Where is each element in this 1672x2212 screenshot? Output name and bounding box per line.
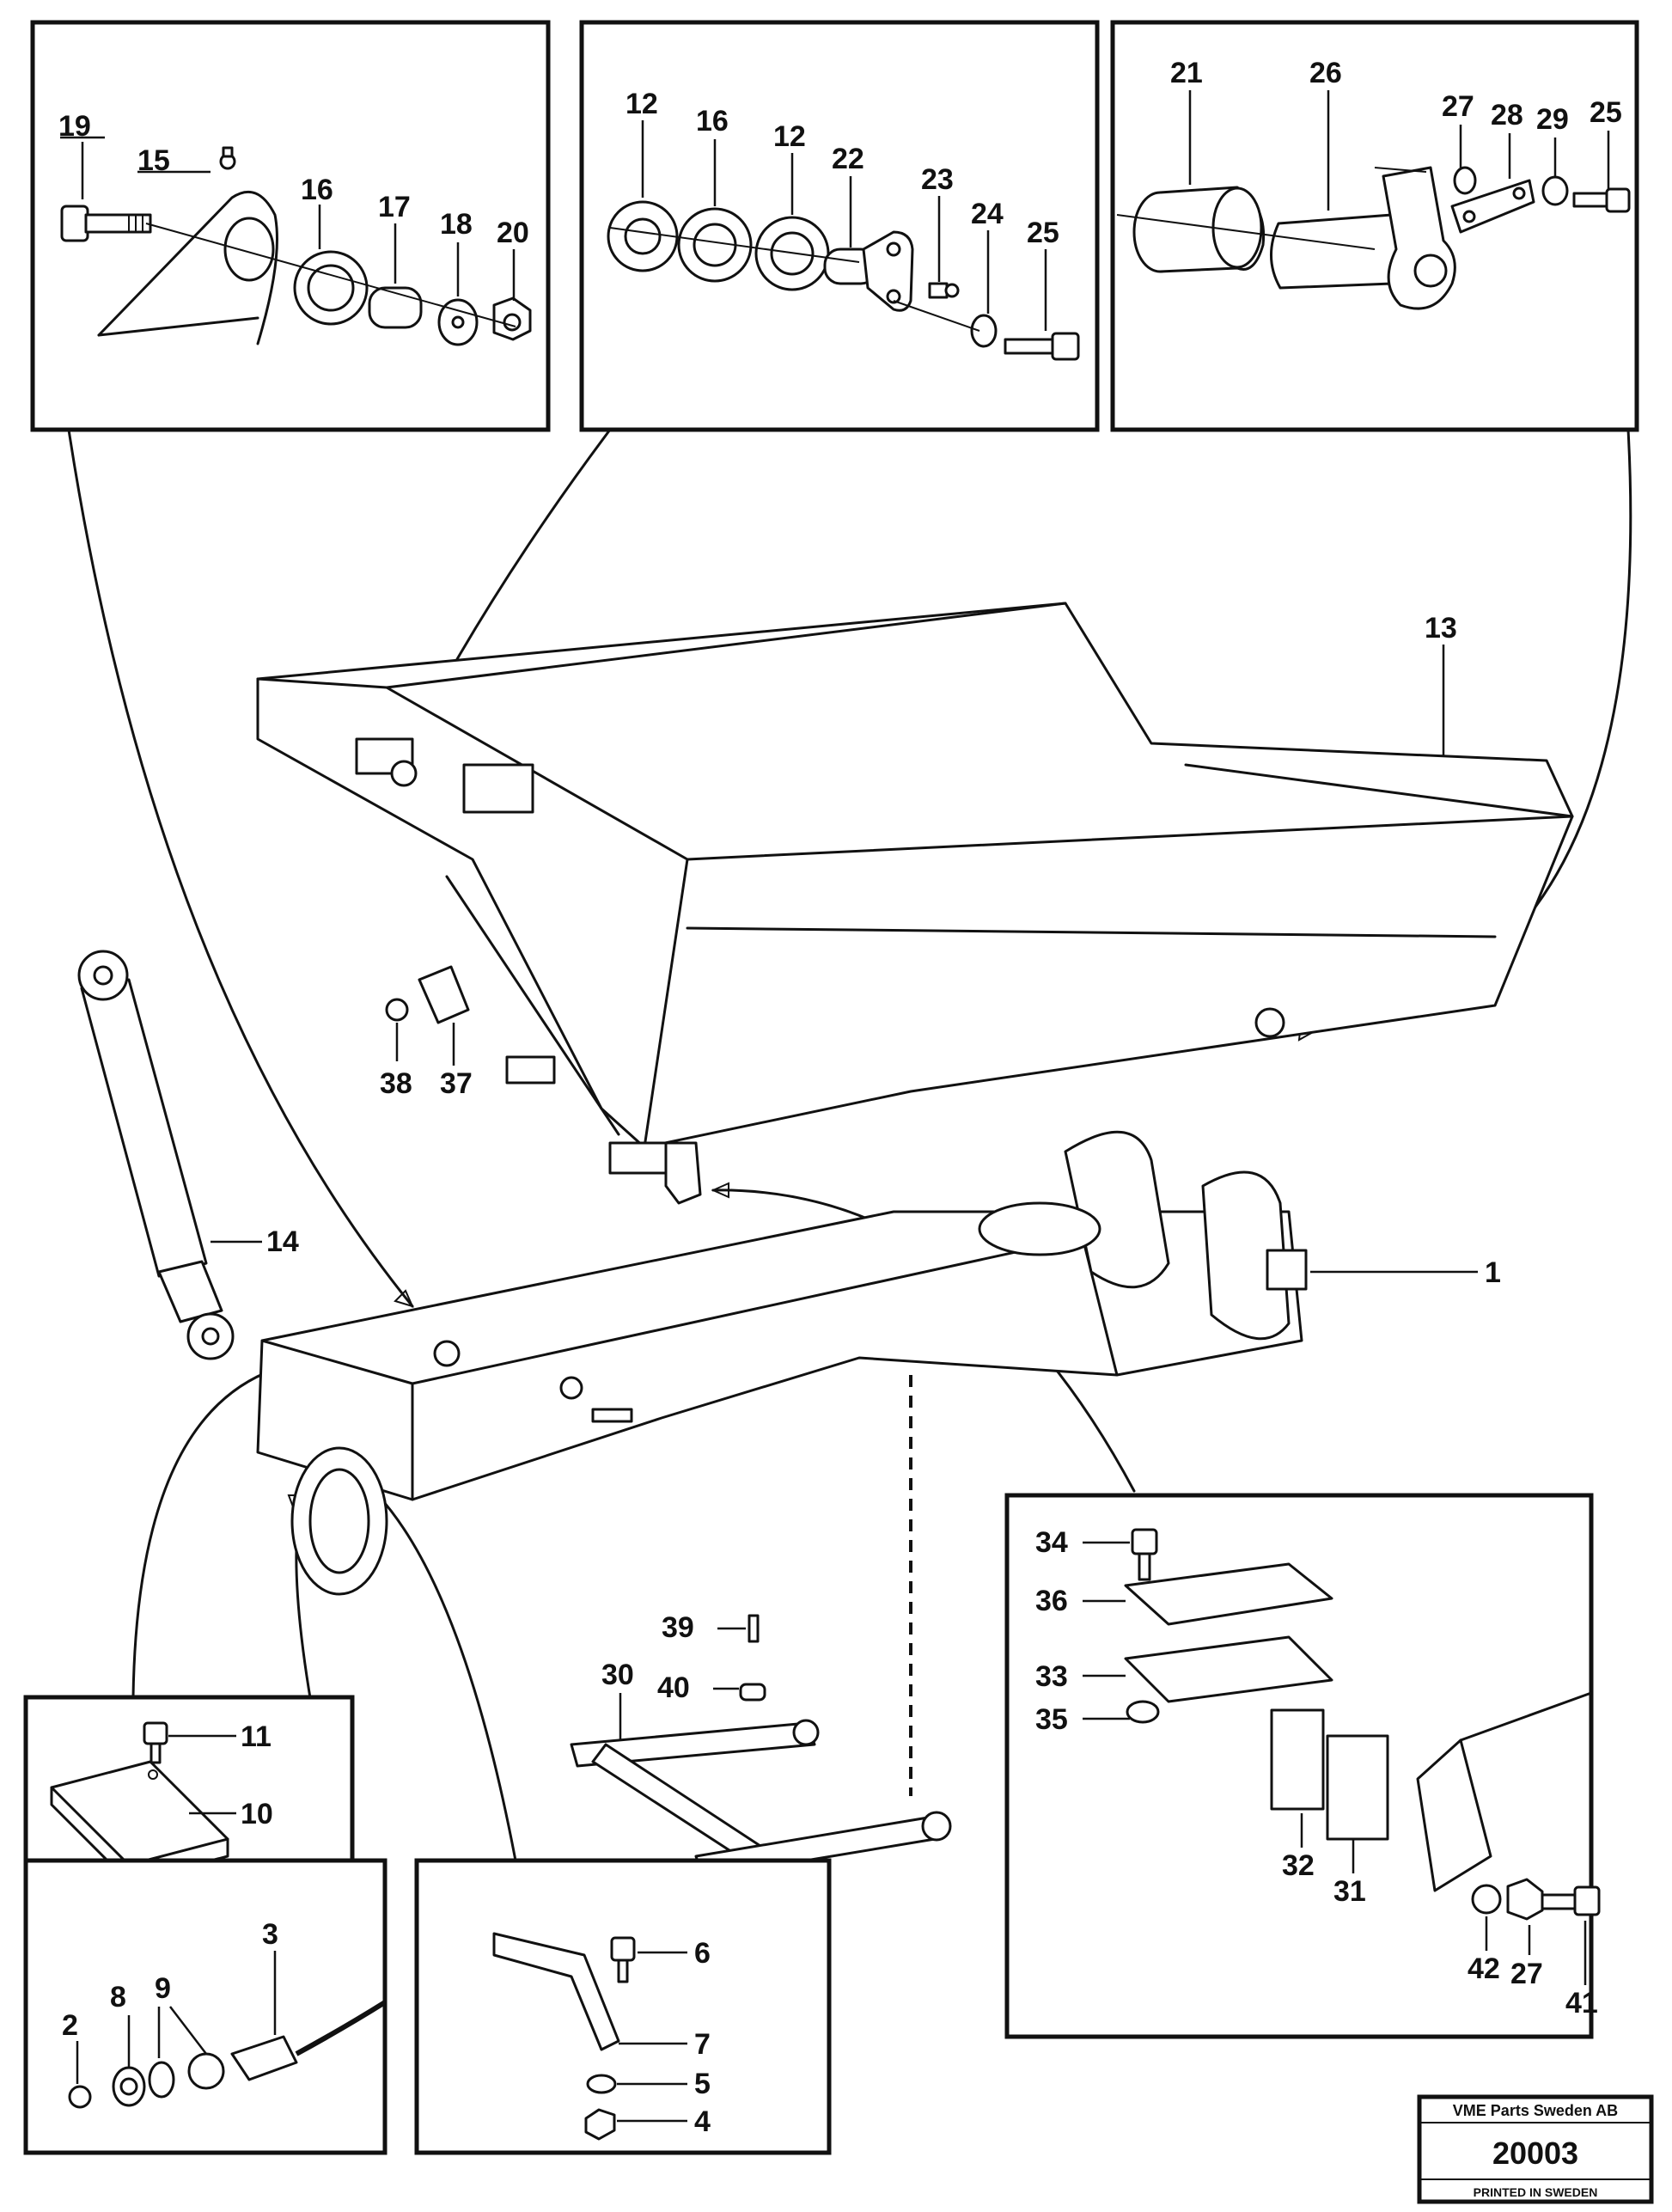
callout-27a: 27 <box>1442 90 1474 123</box>
callout-16: 16 <box>301 174 333 206</box>
callout-12a: 12 <box>625 88 658 120</box>
callout-37: 37 <box>440 1067 473 1100</box>
callout-3: 3 <box>262 1918 278 1951</box>
callout-23: 23 <box>921 163 954 196</box>
callout-35: 35 <box>1035 1703 1068 1736</box>
callout-36: 36 <box>1035 1585 1068 1617</box>
callout-9: 9 <box>155 1972 171 2005</box>
callout-8: 8 <box>110 1981 126 2013</box>
callout-19: 19 <box>58 110 91 143</box>
printed-in: PRINTED IN SWEDEN <box>1474 2185 1598 2199</box>
callout-31: 31 <box>1333 1875 1366 1908</box>
dump-body: 13 <box>256 602 1574 1205</box>
callout-34: 34 <box>1035 1526 1068 1559</box>
callout-18: 18 <box>440 208 473 241</box>
callout-27b: 27 <box>1510 1958 1543 1990</box>
callout-15: 15 <box>137 144 170 177</box>
callout-16b: 16 <box>696 105 729 137</box>
callout-40: 40 <box>657 1671 690 1704</box>
callout-39: 39 <box>662 1611 694 1644</box>
callout-10: 10 <box>241 1798 273 1830</box>
callout-24: 24 <box>971 198 1004 230</box>
callout-21: 21 <box>1170 57 1203 89</box>
callout-20: 20 <box>497 217 529 249</box>
company-name: VME Parts Sweden AB <box>1453 2102 1618 2119</box>
detail-box-front-pivot: 19 15 16 17 18 20 <box>30 20 551 432</box>
detail-box-bearing-pin: 12 16 12 22 23 24 25 <box>579 20 1100 432</box>
callout-33: 33 <box>1035 1660 1068 1693</box>
hoist-cylinder: 14 <box>77 950 299 1360</box>
callout-22: 22 <box>832 143 864 175</box>
callout-2: 2 <box>62 2009 78 2042</box>
callout-41: 41 <box>1565 1987 1598 2020</box>
callout-7: 7 <box>694 2028 711 2061</box>
detail-box-grease-line: 3 8 9 2 <box>23 1858 387 2155</box>
cover-plate-37-38: 38 37 <box>380 965 473 1100</box>
callout-11: 11 <box>241 1720 272 1753</box>
rear-frame: 1 <box>256 1130 1501 1596</box>
callout-32: 32 <box>1282 1849 1315 1882</box>
callout-6: 6 <box>694 1937 711 1970</box>
tipping-linkage: 39 40 30 <box>570 1375 952 1879</box>
detail-box-bracket: 6 7 5 4 <box>414 1858 832 2155</box>
drawing-number: 20003 <box>1492 2136 1578 2171</box>
callout-30: 30 <box>601 1659 634 1691</box>
callout-25b: 25 <box>1590 96 1622 129</box>
title-block: VME Parts Sweden AB 20003 PRINTED IN SWE… <box>1417 2094 1654 2204</box>
callout-13: 13 <box>1425 612 1457 645</box>
detail-box-hinge-pin: 21 26 27 28 29 25 <box>1110 20 1639 432</box>
callout-25a: 25 <box>1027 217 1059 249</box>
callout-12b: 12 <box>773 120 806 153</box>
callout-17: 17 <box>378 191 411 223</box>
callout-28: 28 <box>1491 99 1523 131</box>
callout-1: 1 <box>1485 1256 1501 1289</box>
callout-4: 4 <box>694 2105 711 2138</box>
callout-14: 14 <box>266 1225 299 1258</box>
callout-42: 42 <box>1468 1952 1500 1985</box>
callout-38: 38 <box>380 1067 412 1100</box>
detail-box-wear-pads: 34 36 33 35 32 31 42 27 41 <box>1004 1493 1601 2039</box>
callout-5: 5 <box>694 2068 711 2100</box>
callout-26: 26 <box>1309 57 1342 89</box>
callout-29: 29 <box>1536 103 1569 136</box>
